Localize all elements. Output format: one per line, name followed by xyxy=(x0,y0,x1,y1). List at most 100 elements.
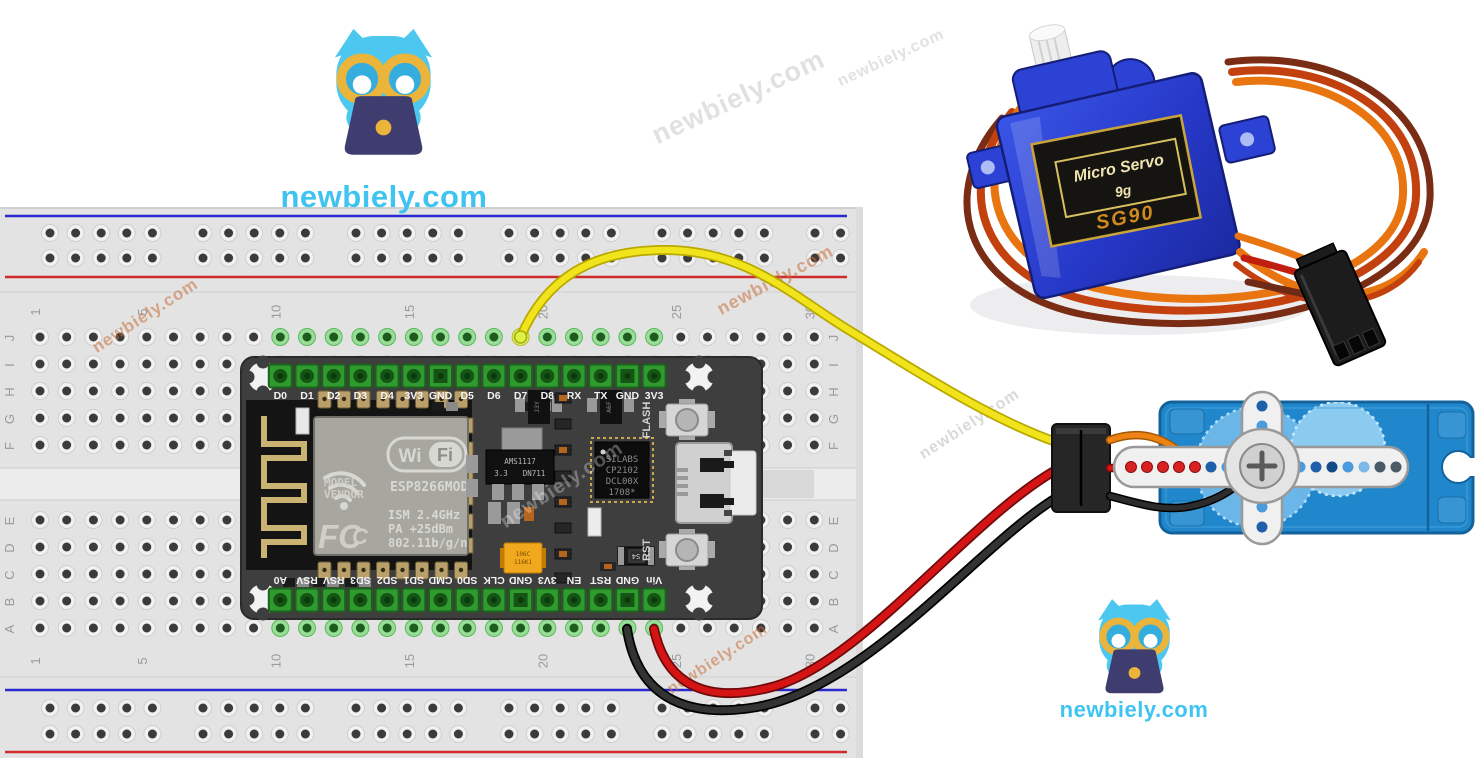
ground-wire[interactable] xyxy=(623,494,1060,714)
horn-hole-red xyxy=(1141,461,1153,473)
breadboard-hole-center xyxy=(504,253,514,263)
breadboard-hole-center xyxy=(198,729,208,739)
pin-label-top: D6 xyxy=(487,390,501,402)
breadboard-hole-center xyxy=(569,623,579,633)
breadboard-hole-center xyxy=(35,359,45,369)
breadboard-hole-center xyxy=(222,413,232,423)
cp2102-chip: SILABS CP2102 DCL00X 1708* xyxy=(590,437,654,503)
small-ic-label: A6F xyxy=(605,401,613,413)
breadboard-hole-center xyxy=(142,359,152,369)
breadboard-hole-center xyxy=(122,253,132,263)
horn-hole-blue xyxy=(1358,461,1370,473)
breadboard-hole-center xyxy=(115,542,125,552)
servo-connector xyxy=(1051,423,1111,513)
breadboard-hole-center xyxy=(756,332,766,342)
breadboard-hole-center xyxy=(734,729,744,739)
breadboard-hole-center xyxy=(462,623,472,633)
breadboard-hole-center xyxy=(783,542,793,552)
breadboard-hole-center xyxy=(169,515,178,525)
breadboard-hole-center xyxy=(453,729,463,739)
breadboard-hole-center xyxy=(142,413,152,423)
breadboard-hole-center xyxy=(581,228,591,238)
smd-resistor-s4: S4 xyxy=(617,546,655,566)
breadboard-hole-center xyxy=(35,332,45,342)
breadboard-hole-center xyxy=(222,542,232,552)
esp8266-module: Wi Fi MODEL VENDOR ESP8266MOD FC C ISM 2… xyxy=(246,390,474,580)
breadboard-hole-center xyxy=(428,729,438,739)
pin-label-bottom: GND xyxy=(509,574,533,586)
ams1117-regulator: AMS1117 3.3 DN711 xyxy=(466,427,555,524)
breadboard-hole-center xyxy=(428,228,438,238)
breadboard-hole-center xyxy=(195,596,205,606)
breadboard-hole-center xyxy=(88,515,98,525)
module-leg-hole xyxy=(439,567,444,573)
breadboard-hole-center xyxy=(122,729,132,739)
regulator-voltage: 3.3 xyxy=(494,469,508,478)
breadboard-top-edge xyxy=(0,207,856,209)
pin-label-bottom: SD3 xyxy=(350,574,371,586)
breadboard-hole-center xyxy=(35,515,45,525)
breadboard-hole-center xyxy=(809,569,819,579)
breadboard-hole-center xyxy=(462,332,472,342)
horn-hole-dark xyxy=(1390,461,1402,473)
breadboard-hole-center xyxy=(809,596,819,606)
breadboard-hole-center xyxy=(96,253,106,263)
pin-pad-center xyxy=(597,373,604,379)
breadboard-hole-center xyxy=(45,729,55,739)
power-wire[interactable] xyxy=(650,466,1060,697)
reset-button[interactable] xyxy=(659,529,715,570)
row-letter: G xyxy=(2,414,17,424)
module-leg-hole xyxy=(322,567,327,573)
breadboard-hole-center xyxy=(115,596,125,606)
horn-hole-red xyxy=(1189,461,1201,473)
signal-wire[interactable] xyxy=(517,246,1060,446)
pin-pad-center xyxy=(304,597,310,603)
breadboard-hole-center xyxy=(224,228,234,238)
module-leg-hole xyxy=(322,396,327,402)
pin-label-top: D5 xyxy=(460,390,474,402)
servo-photo: Micro Servo 9g SG90 xyxy=(963,24,1434,367)
servo-horn xyxy=(1112,390,1410,546)
module-leg-hole xyxy=(400,396,405,402)
breadboard-hole-center xyxy=(88,332,98,342)
pin-pad-center xyxy=(571,597,577,603)
breadboard-hole-center xyxy=(224,253,234,263)
pin-pad-center xyxy=(330,373,337,379)
module-leg-hole xyxy=(380,567,386,573)
breadboard-hole-center xyxy=(809,440,819,450)
breadboard-hole-center xyxy=(275,228,285,238)
column-number: 5 xyxy=(135,657,150,664)
module-leg-hole xyxy=(419,396,425,402)
breadboard-hole-center xyxy=(729,623,739,633)
row-letter: H xyxy=(826,387,841,396)
breadboard-hole-center xyxy=(409,623,419,633)
breadboard-hole-center xyxy=(275,332,285,342)
breadboard-hole-center xyxy=(657,228,667,238)
breadboard-hole-center xyxy=(62,386,72,396)
row-letter: H xyxy=(2,387,17,396)
breadboard-hole-center xyxy=(62,542,72,552)
breadboard-hole-center xyxy=(504,228,514,238)
pin-pad-center xyxy=(490,597,497,603)
breadboard-hole-center xyxy=(622,332,632,342)
breadboard-hole-center xyxy=(569,332,579,342)
pin-pad-center xyxy=(624,597,631,603)
breadboard-hole-center xyxy=(45,253,55,263)
breadboard-hole-center xyxy=(147,228,157,238)
pin-pad-center xyxy=(544,373,551,379)
micro-usb-connector[interactable] xyxy=(675,442,757,524)
breadboard-hole-center xyxy=(657,253,667,263)
flash-button-label: FLASH xyxy=(641,402,653,439)
servo-black-wire xyxy=(1107,483,1239,511)
wifi-icon xyxy=(323,471,366,510)
row-letter: E xyxy=(826,516,841,525)
breadboard-hole-center xyxy=(222,569,232,579)
breadboard-hole-center xyxy=(453,703,463,713)
breadboard-hole-center xyxy=(142,623,152,633)
pin-pad-center xyxy=(384,373,391,379)
flash-button[interactable] xyxy=(659,399,715,440)
pin-label-bottom: RSV xyxy=(323,574,345,586)
breadboard-hole-center xyxy=(657,703,667,713)
breadboard-hole-center xyxy=(504,703,514,713)
